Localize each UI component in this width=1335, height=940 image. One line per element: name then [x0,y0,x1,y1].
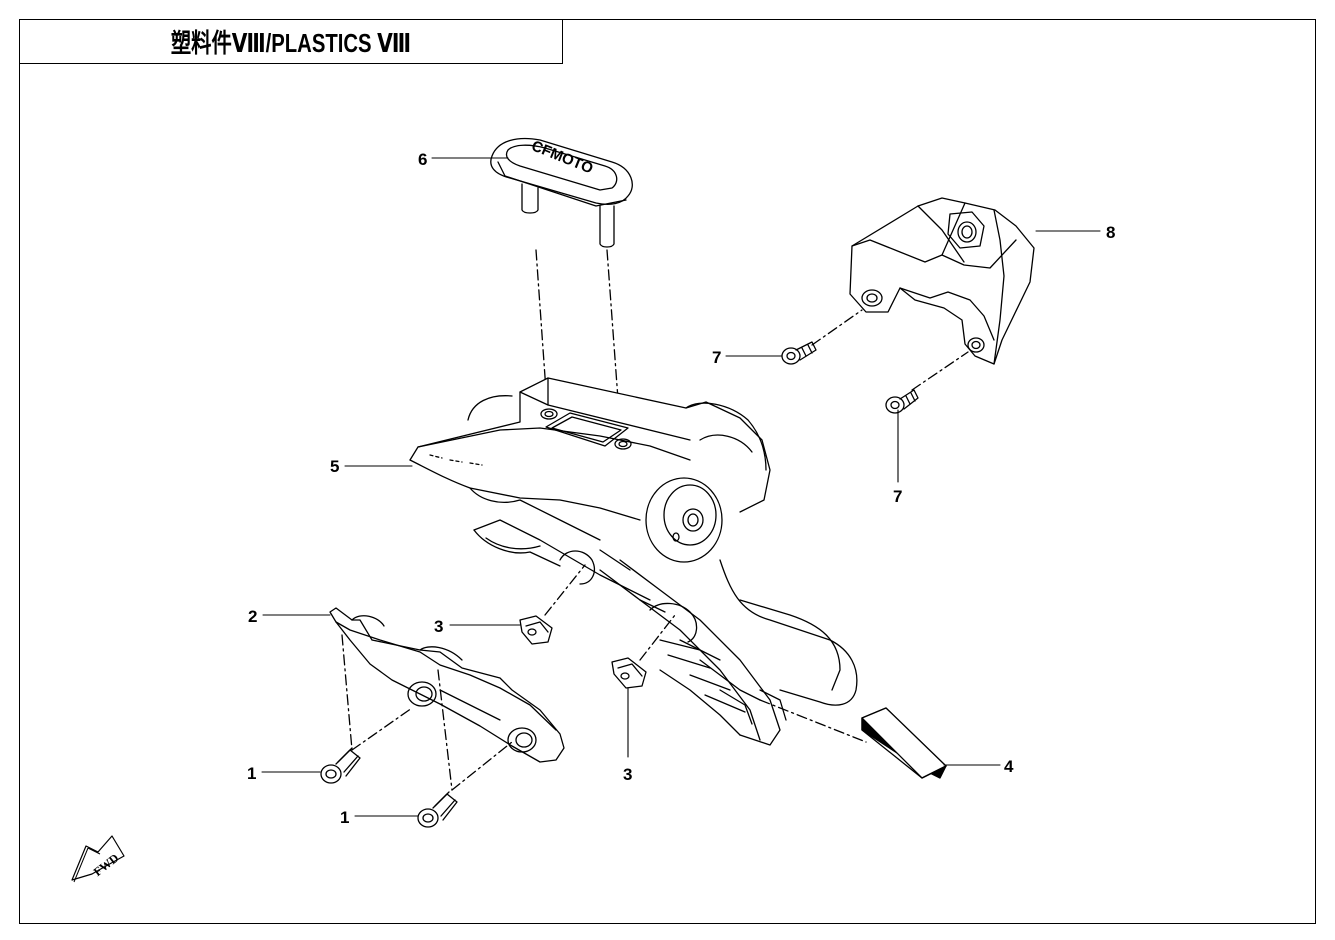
part-2-side-plate [329,607,565,763]
part-3-clip-lower [611,657,647,689]
callout-7-lower: 7 [893,487,902,506]
callout-7-upper: 7 [712,348,721,367]
callout-1-lower: 1 [340,808,349,827]
leader-lines [261,157,1101,817]
part-4-foam-pad [861,707,947,779]
title-box: 塑料件Ⅷ/PLASTICS Ⅷ [19,19,563,64]
callout-4: 4 [1004,757,1014,776]
part-7-screw-upper [781,341,817,365]
part-1-bolt-upper [320,747,361,784]
part-3-clip-guides [544,564,676,661]
part-6-emblem-plate: CFMOTO [490,137,633,248]
callout-3-upper: 3 [434,617,443,636]
part-5-rear-fender [409,377,858,746]
part-7-screw-lower [885,389,919,414]
part-4-pad-guide [759,699,867,743]
callout-3-lower: 3 [623,765,632,784]
fwd-direction-arrow: FWD [71,835,125,883]
part-8-bracket-cover [849,197,1035,365]
callout-2: 2 [248,607,257,626]
callout-labels: 6 5 7 8 7 2 3 3 4 1 1 [247,150,1115,827]
part-7-screw-guides [811,309,969,391]
callout-5: 5 [330,457,339,476]
part-3-clip-upper [519,615,553,645]
part-1-bolt-lower [417,791,458,828]
callout-8: 8 [1106,223,1115,242]
drawing-frame [19,19,1316,924]
page-title: 塑料件Ⅷ/PLASTICS Ⅷ [170,27,411,58]
part-1-bolt-guides [341,634,513,791]
callout-6: 6 [418,150,427,169]
callout-1-upper: 1 [247,764,256,783]
